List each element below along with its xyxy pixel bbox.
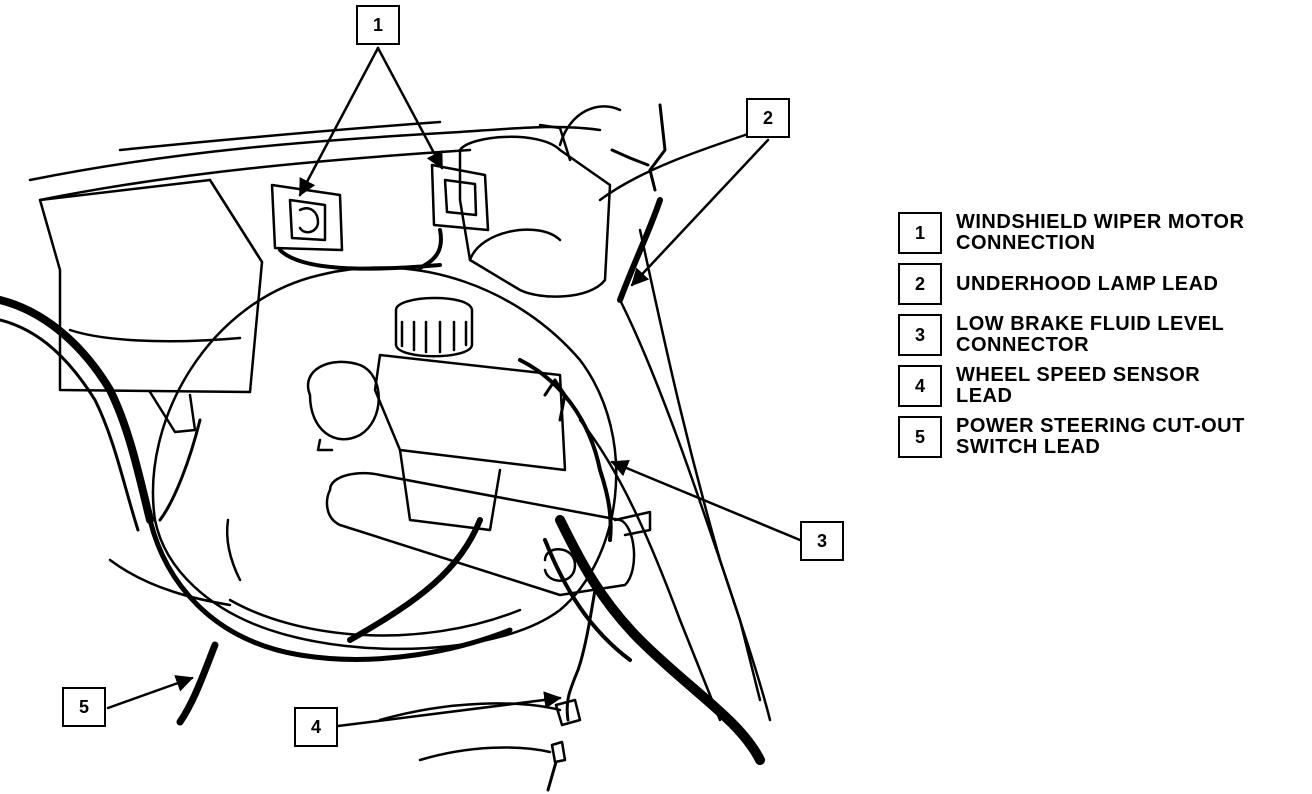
legend-item-text: UNDERHOOD LAMP LEAD [956, 272, 1219, 295]
legend-item: 2 UNDERHOOD LAMP LEAD [898, 263, 1306, 305]
callout-3-label: 3 [816, 530, 827, 551]
legend-item: 3 LOW BRAKE FLUID LEVEL CONNECTOR [898, 314, 1306, 356]
callout-2: 2 [746, 98, 790, 138]
legend-item-number: 4 [898, 365, 942, 407]
legend-item-number: 3 [898, 314, 942, 356]
legend-item-text: WHEEL SPEED SENSOR LEAD [956, 364, 1201, 407]
callout-3: 3 [800, 521, 844, 561]
legend-item-text: WINDSHIELD WIPER MOTOR CONNECTION [956, 211, 1245, 254]
legend-item-number: 5 [898, 416, 942, 458]
callout-4: 4 [294, 707, 338, 747]
callout-4-label: 4 [310, 716, 321, 737]
legend-item-number: 2 [898, 263, 942, 305]
legend-item-text: POWER STEERING CUT-OUT SWITCH LEAD [956, 415, 1245, 458]
legend-item: 1 WINDSHIELD WIPER MOTOR CONNECTION [898, 212, 1306, 254]
legend-item: 4 WHEEL SPEED SENSOR LEAD [898, 365, 1306, 407]
callout-5: 5 [62, 687, 106, 727]
legend: 1 WINDSHIELD WIPER MOTOR CONNECTION 2 UN… [898, 212, 1306, 467]
callout-2-label: 2 [762, 107, 773, 128]
legend-item-text: LOW BRAKE FLUID LEVEL CONNECTOR [956, 313, 1225, 356]
callout-1: 1 [356, 5, 400, 45]
callout-5-label: 5 [78, 696, 89, 717]
callout-1-label: 1 [372, 14, 383, 35]
legend-item: 5 POWER STEERING CUT-OUT SWITCH LEAD [898, 416, 1306, 458]
legend-item-number: 1 [898, 212, 942, 254]
